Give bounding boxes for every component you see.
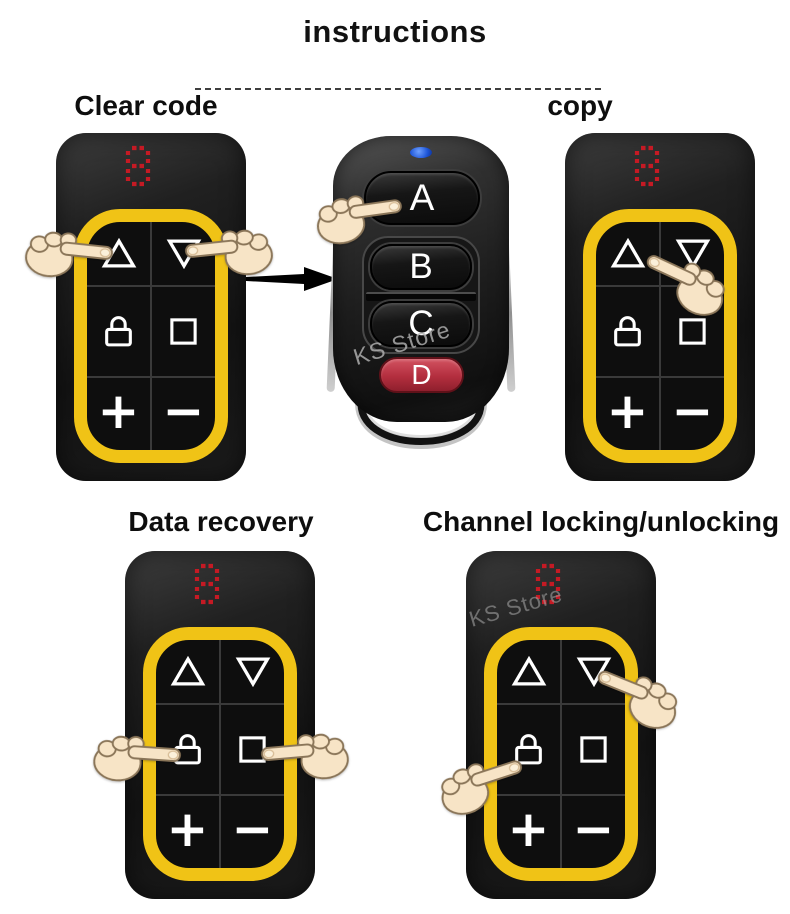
digit-8-icon [532,562,564,606]
remote-copy: 8 + − [565,133,755,481]
lock-icon [609,313,646,350]
fob-button-d: D [379,357,464,393]
minus-button: − [661,378,724,450]
lock-icon [100,313,137,350]
key-fob-remote: A B C D [326,136,516,476]
minus-button: − [221,796,284,868]
lock-button [596,287,659,376]
digit-8-icon [631,144,663,188]
plus-label: + [97,382,140,440]
plus-label: + [166,800,209,858]
pointing-hand-icon [21,223,121,288]
digit-8-icon [191,562,223,606]
section-label-data-recovery: Data recovery [128,506,314,537]
section-label-channel-locking: Channel locking/unlocking [422,506,780,537]
fob-button-a-label: A [409,177,435,218]
minus-button: − [562,796,625,868]
remote-clear-code: 8 + − [56,133,246,481]
minus-label: − [231,800,274,858]
square-icon [168,316,199,347]
remote-channel-locking: 8 + − [466,551,656,899]
triangle-up-button [596,222,659,285]
triangle-up-button [156,640,219,703]
triangle-up-icon [511,656,547,687]
pointing-hand-icon [90,728,189,789]
seven-segment-display: 8 [191,562,223,606]
remote-data-recovery: 8 + − [125,551,315,899]
digit-8-icon [122,144,154,188]
plus-button: + [87,378,150,450]
pointing-hand-icon [177,221,277,286]
plus-button: + [497,796,560,868]
fob-button-d-label: D [411,359,432,390]
keypad: + − [497,640,625,868]
seven-segment-display: 8 [631,144,663,188]
lock-button [497,705,560,794]
triangle-up-button [497,640,560,703]
fob-button-c: C [370,301,472,347]
fob-button-b-label: B [409,247,433,286]
minus-label: − [671,382,714,440]
fob-button-c-label: C [408,304,434,343]
pointing-hand-icon [253,725,352,788]
keyring-loop [355,404,487,449]
fob-button-b: B [370,244,472,290]
square-button [562,705,625,794]
triangle-down-button [221,640,284,703]
fob-button-a: A [364,171,480,225]
arrow-right-icon [242,267,338,291]
minus-button: − [152,378,215,450]
plus-button: + [156,796,219,868]
lock-button [87,287,150,376]
fob-button-divider [366,292,476,301]
section-label-clear-code: Clear code [74,90,218,121]
plus-button: + [596,378,659,450]
triangle-down-icon [235,656,271,687]
plus-label: + [606,382,649,440]
triangle-up-icon [170,656,206,687]
minus-label: − [162,382,205,440]
page-title: instructions [303,14,487,49]
square-button [152,287,215,376]
triangle-down-button [562,640,625,703]
seven-segment-display: 8 [532,562,564,606]
section-label-copy: copy [547,90,613,121]
minus-label: − [572,800,615,858]
plus-label: + [507,800,550,858]
square-icon [578,734,609,765]
title-dashed-underline [195,88,601,90]
keypad: + − [87,222,215,450]
seven-segment-display: 8 [122,144,154,188]
led-indicator [410,147,432,158]
